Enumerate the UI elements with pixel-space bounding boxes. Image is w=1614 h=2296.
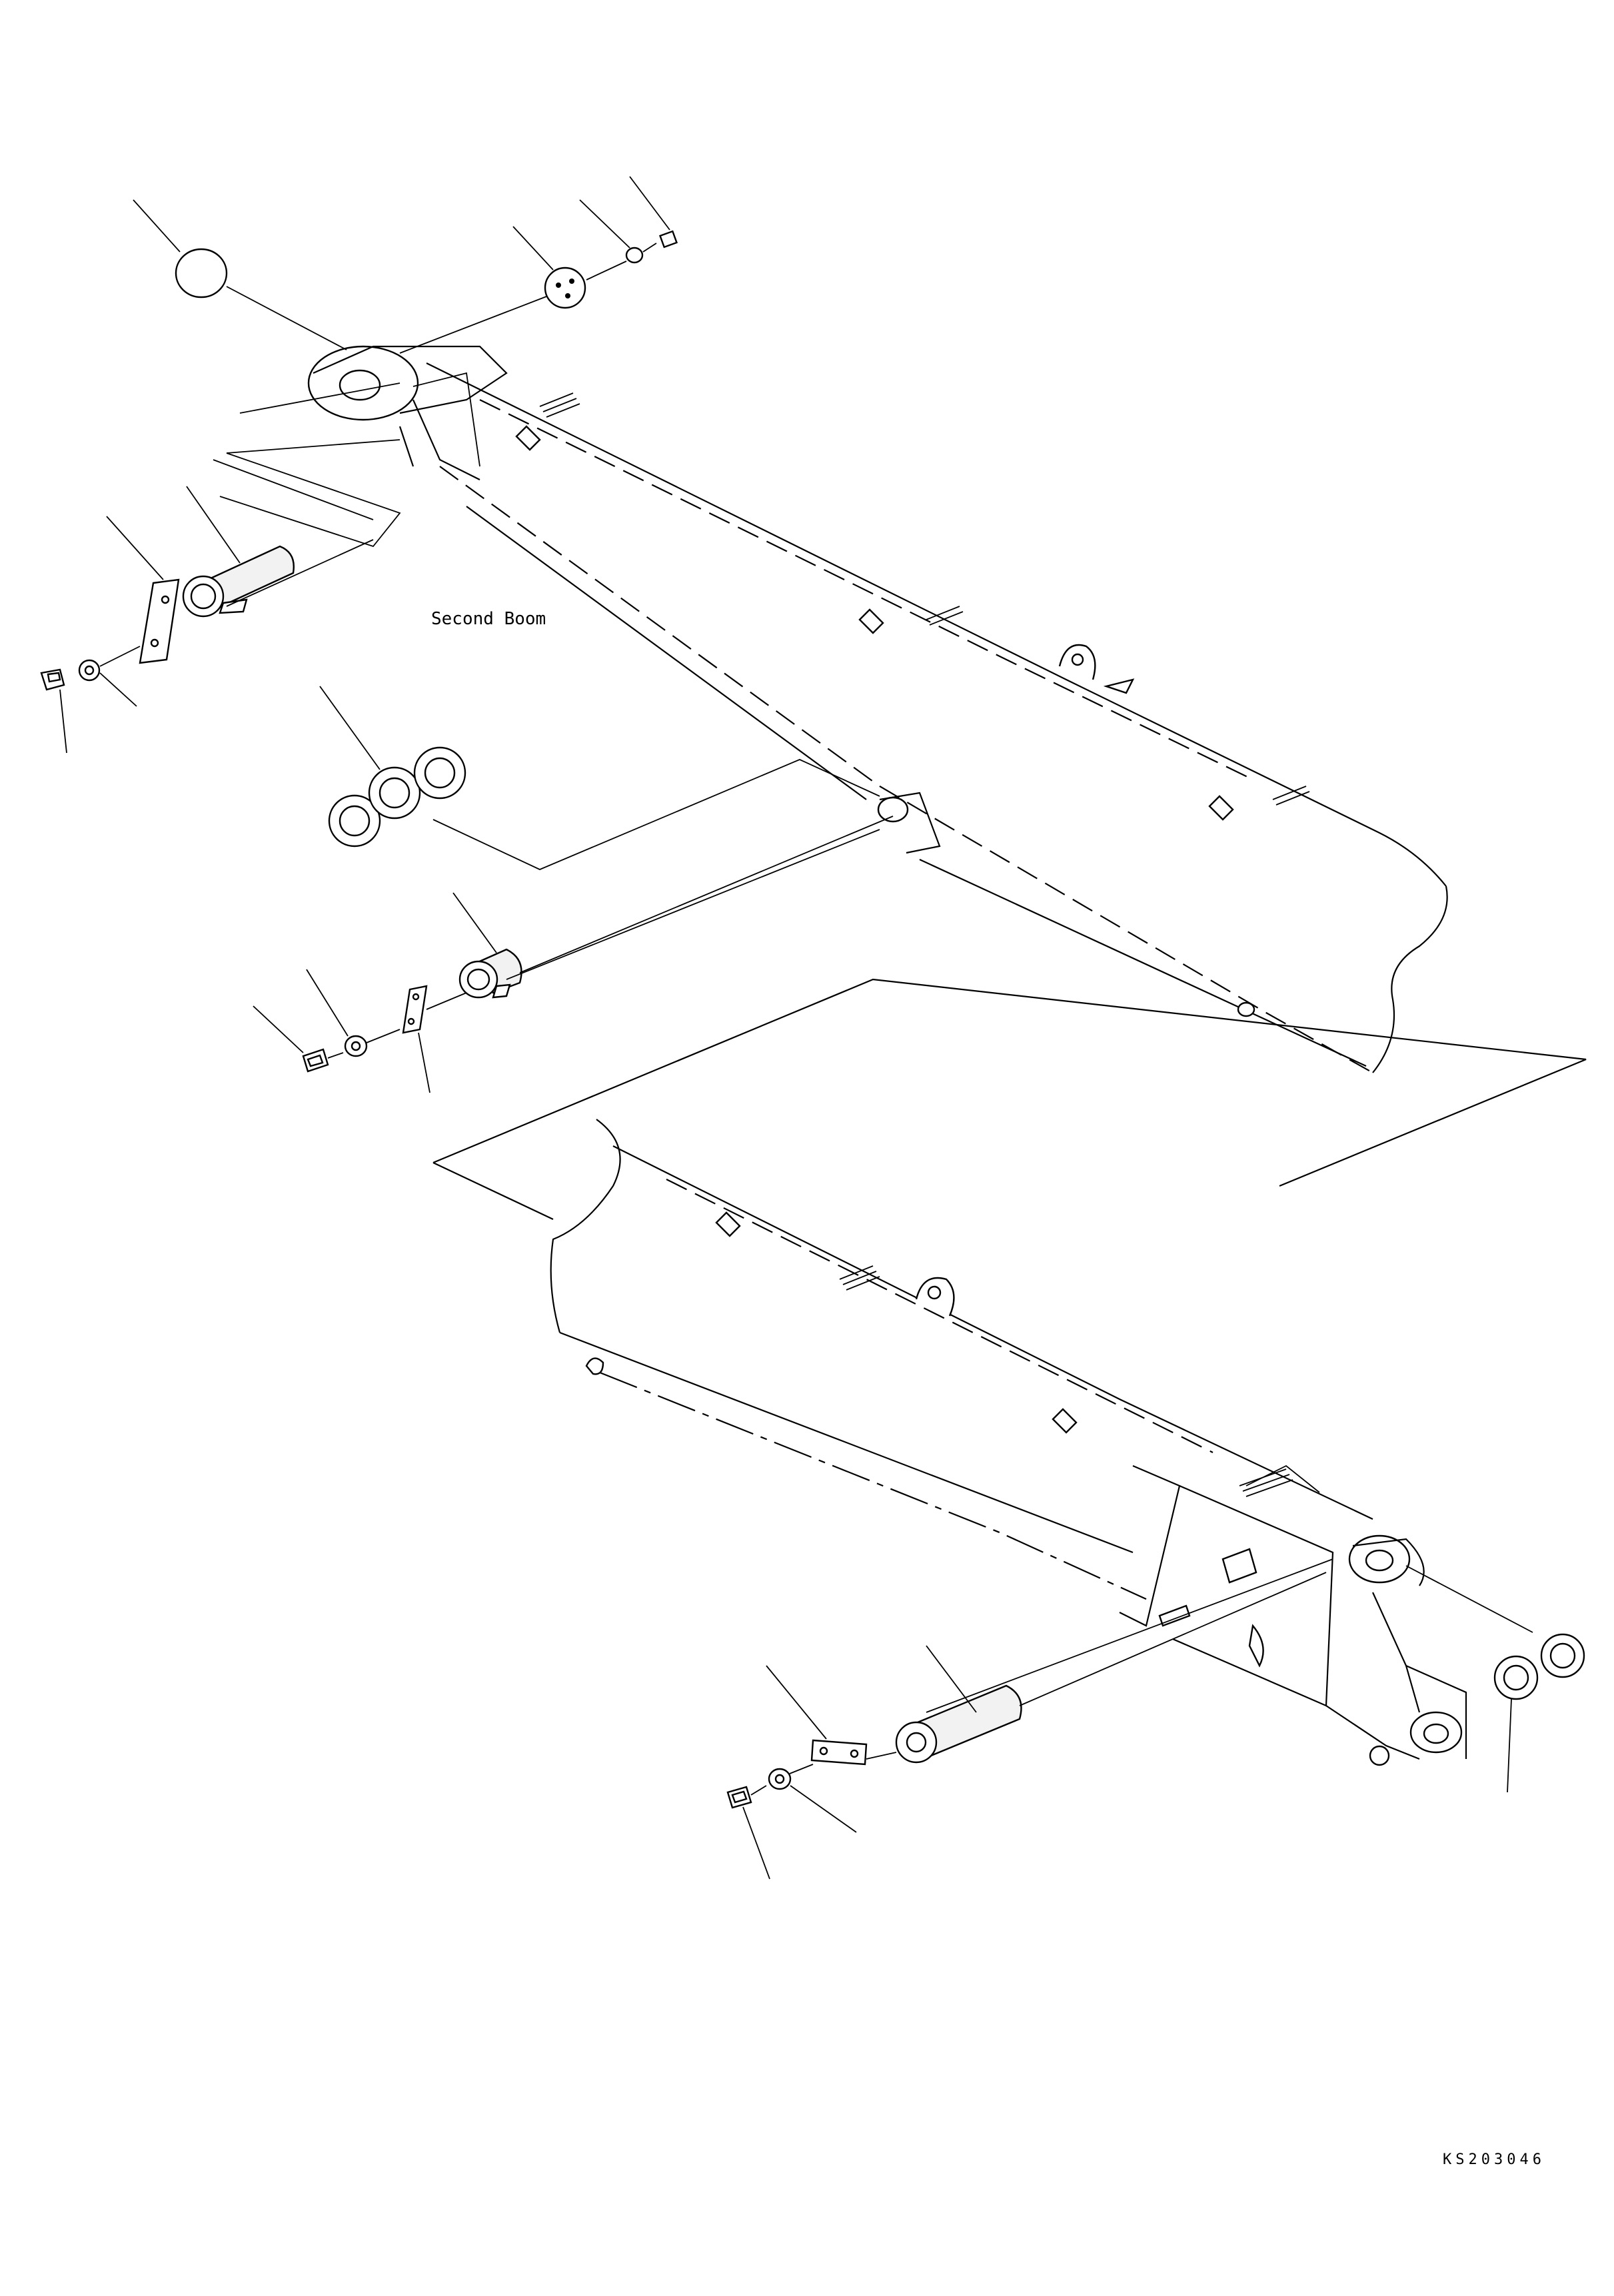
washer-lower [768, 1764, 857, 1833]
arm-cylinder-boss [877, 796, 909, 823]
bolt-middle [253, 1005, 344, 1073]
lock-plate-lower [766, 1665, 897, 1766]
assembly-label: Second Boom [431, 609, 546, 629]
hose-segments [539, 392, 1310, 806]
lock-plate-upper [106, 516, 180, 664]
arm-cylinder-pin [452, 816, 894, 999]
boom-foot-pin [895, 1558, 1333, 1764]
boom-tip-pin [182, 486, 374, 618]
shim-set [319, 686, 880, 870]
bolt-upper-left [40, 668, 67, 754]
washer-middle [306, 969, 401, 1057]
bolt-top [629, 176, 678, 253]
washer-small-top [579, 199, 644, 281]
upper-boom-section [213, 345, 1448, 1073]
washer-large-top [133, 199, 347, 350]
hose-clamp [515, 425, 1234, 821]
drawing-code: KS203046 [1443, 2151, 1545, 2168]
lower-boom-section [432, 978, 1587, 1766]
bolt-lower [726, 1785, 770, 1880]
washer-upper-left [78, 646, 141, 707]
washer-foot-right [1405, 1565, 1585, 1793]
lock-plate-middle [402, 985, 467, 1093]
pin-cap-plate [399, 226, 586, 354]
